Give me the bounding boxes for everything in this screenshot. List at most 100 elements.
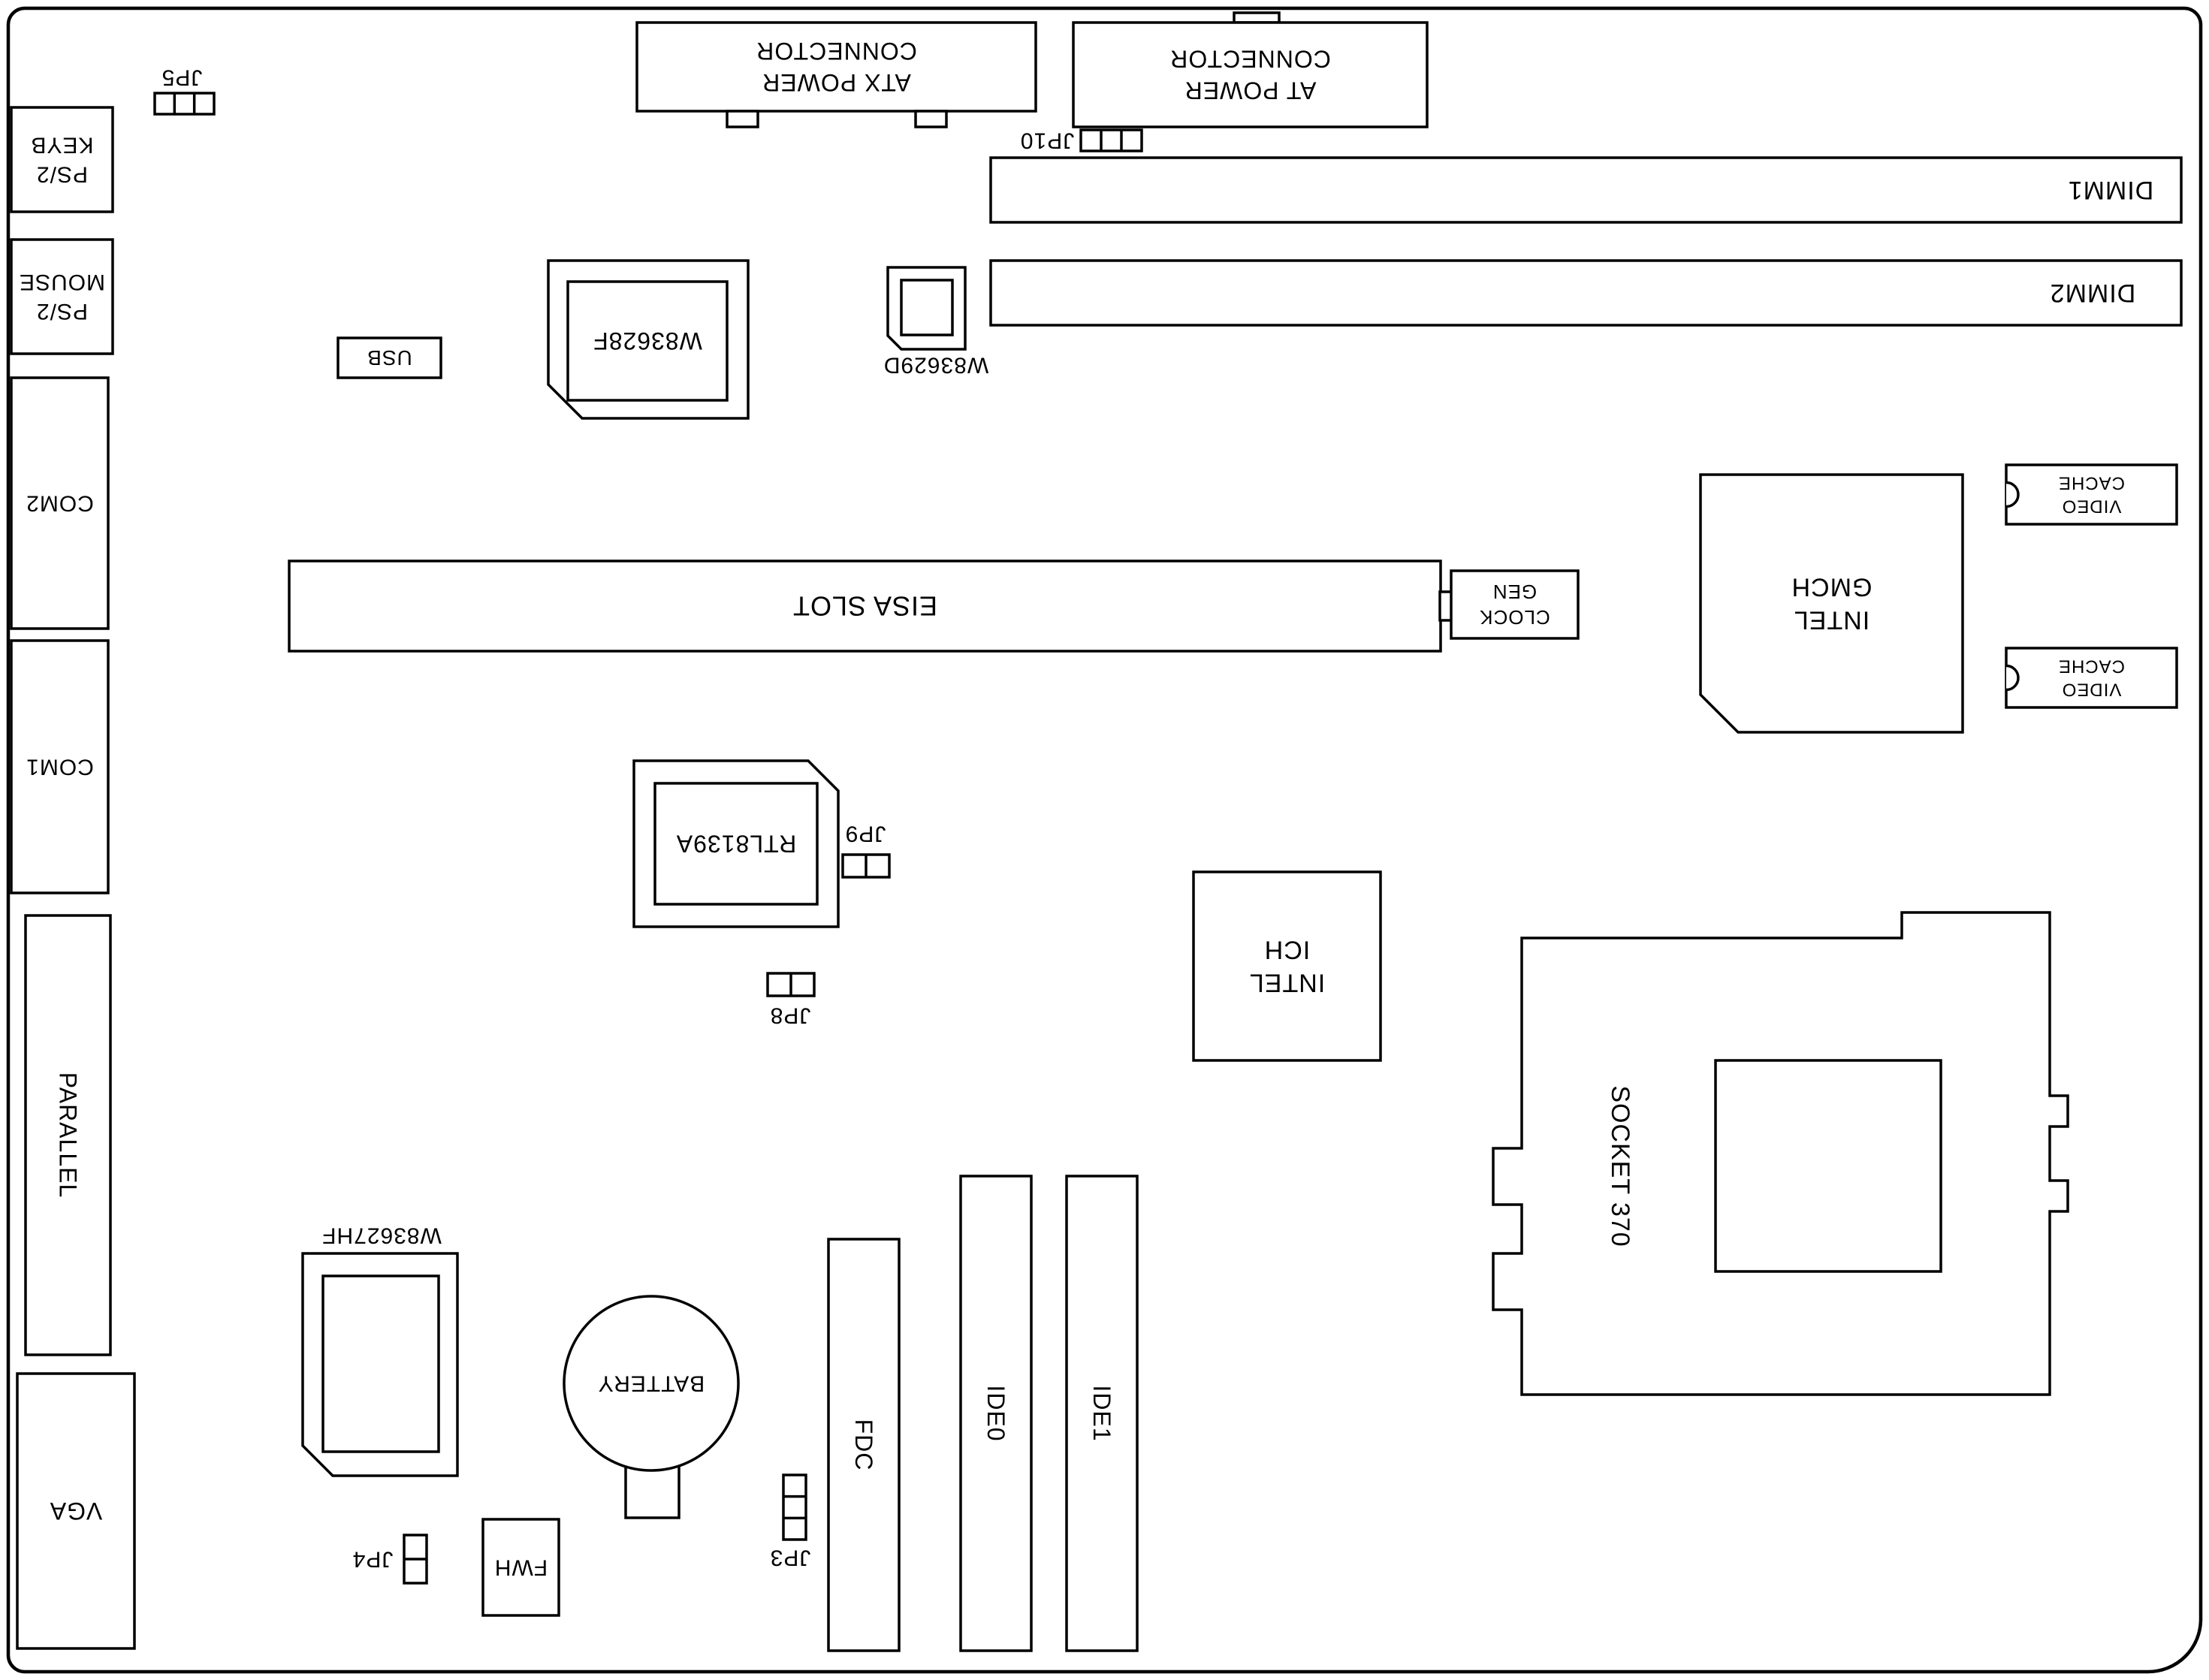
ps2-mouse-port-label-text-0: PS/2	[36, 299, 88, 324]
eisa-slot-label: EISA SLOT	[792, 591, 937, 622]
fdc-connector-label: FDC	[850, 1419, 877, 1471]
w83628f-chip-label-text-0: W83628F	[593, 327, 702, 354]
jp3-label-text-0: JP3	[770, 1546, 811, 1570]
video-cache-bottom	[2005, 647, 2178, 709]
atx-power-foot-right	[914, 110, 948, 128]
fdc-connector-label-text-0: FDC	[850, 1419, 877, 1471]
intel-ich-chip-label: INTEL ICH	[1249, 936, 1325, 997]
jp10-jumper	[1079, 128, 1143, 152]
atx-power-connector-label-text-0: ATX POWER	[762, 69, 911, 96]
com1-port-label: COM1	[26, 755, 94, 780]
jp9-label-text-0: JP9	[845, 822, 886, 846]
intel-gmch-chip-label-text-1: GMCH	[1791, 573, 1873, 602]
intel-ich-chip	[1192, 870, 1382, 1062]
intel-gmch-chip	[1699, 473, 1964, 734]
jp9-label: JP9	[845, 822, 886, 846]
intel-gmch-chip-label: INTEL GMCH	[1791, 573, 1873, 635]
dimm2-slot-label: DIMM2	[2050, 279, 2136, 307]
usb-header	[336, 336, 442, 379]
battery	[563, 1295, 740, 1472]
com1-port-label-text-0: COM1	[26, 755, 94, 780]
ide0-connector-label-text-0: IDE0	[982, 1385, 1009, 1441]
w83629d-label: W83629D	[883, 353, 988, 378]
w83627hf-label-text-0: W83627HF	[321, 1223, 442, 1248]
parallel-port-label: PARALLEL	[55, 1072, 82, 1199]
w83628f-chip-die	[566, 280, 729, 402]
eisa-slot-label-text-0: EISA SLOT	[792, 591, 937, 622]
intel-ich-chip-label-text-1: ICH	[1264, 936, 1311, 964]
video-cache-top-label-text-0: VIDEO	[2062, 496, 2122, 517]
jp4-label-text-0: JP4	[352, 1547, 394, 1572]
ide1-connector	[1065, 1175, 1139, 1652]
ps2-mouse-port-label-text-1: MOUSE	[19, 270, 105, 294]
clock-gen-label-text-0: CLOCK	[1479, 606, 1550, 629]
rtl8139a-chip-label-text-0: RTL8139A	[676, 831, 796, 858]
jp5-jumper	[153, 92, 216, 116]
at-power-tab	[1233, 11, 1281, 24]
socket-370-inner	[1714, 1059, 1942, 1273]
fwh-chip-label: FWH	[494, 1555, 548, 1580]
jp5-label-text-0: JP5	[161, 65, 203, 90]
parallel-port-label-text-0: PARALLEL	[55, 1072, 82, 1199]
dimm1-slot-label-text-0: DIMM1	[2068, 176, 2154, 204]
dimm1-slot-label: DIMM1	[2068, 176, 2154, 204]
at-power-connector-label-text-0: AT POWER	[1184, 77, 1317, 104]
jp10-label: JP10	[1020, 128, 1074, 153]
w83627hf-chip-die	[321, 1274, 440, 1453]
dimm2-slot-label-text-0: DIMM2	[2050, 279, 2136, 307]
atx-power-connector-label-text-1: CONNECTOR	[756, 38, 917, 65]
ps2-keyboard-port-label: PS/2 KEYB	[30, 133, 93, 187]
vga-port-label: VGA	[50, 1498, 103, 1525]
video-cache-bottom-label-text-1: CACHE	[2058, 656, 2125, 677]
video-cache-bottom-label-text-0: VIDEO	[2062, 680, 2122, 700]
clock-gen	[1450, 569, 1580, 640]
video-cache-top-notch	[2005, 481, 2020, 508]
ps2-mouse-port-label: PS/2 MOUSE	[19, 270, 105, 324]
jp8-label-text-0: JP8	[770, 1003, 811, 1028]
jp3-label: JP3	[770, 1546, 811, 1570]
battery-tab	[624, 1463, 681, 1519]
intel-ich-chip-label-text-0: INTEL	[1249, 969, 1325, 997]
battery-label: BATTERY	[598, 1371, 705, 1396]
video-cache-bottom-notch	[2005, 664, 2020, 692]
ide1-connector-label: IDE1	[1088, 1385, 1115, 1441]
atx-power-foot-left	[726, 110, 759, 128]
com1-port	[10, 639, 110, 894]
battery-label-text-0: BATTERY	[598, 1371, 705, 1396]
ps2-keyboard-port-label-text-0: PS/2	[36, 162, 88, 187]
w83628f-chip-label: W83628F	[593, 327, 702, 354]
at-power-connector	[1072, 21, 1429, 128]
com2-port-label-text-0: COM2	[26, 491, 94, 516]
at-power-connector-label: AT POWER CONNECTOR	[1169, 46, 1331, 104]
fdc-connector	[827, 1238, 901, 1652]
atx-power-connector-label: ATX POWER CONNECTOR	[756, 38, 917, 96]
com2-port	[10, 376, 110, 630]
jp8-label: JP8	[770, 1003, 811, 1028]
vga-port-label-text-0: VGA	[50, 1498, 103, 1525]
ps2-mouse-port	[10, 238, 114, 355]
at-power-connector-label-text-1: CONNECTOR	[1169, 46, 1331, 73]
socket-370-label: SOCKET 370	[1606, 1085, 1634, 1247]
vga-port	[16, 1372, 136, 1650]
jp4-label: JP4	[352, 1547, 394, 1572]
w83629d-label-text-0: W83629D	[883, 353, 988, 378]
jp3-jumper	[782, 1473, 807, 1541]
video-cache-bottom-label: VIDEO CACHE	[2058, 656, 2125, 700]
ps2-keyboard-port-label-text-1: KEYB	[30, 133, 93, 158]
fwh-chip	[481, 1518, 560, 1617]
intel-gmch-chip-label-text-0: INTEL	[1794, 606, 1870, 635]
dimm2-slot	[989, 259, 2183, 327]
w83629d-chip-die	[900, 279, 954, 336]
parallel-port	[24, 914, 112, 1356]
jp5-label: JP5	[161, 65, 203, 90]
com2-port-label: COM2	[26, 491, 94, 516]
ide0-connector	[959, 1175, 1033, 1652]
socket-370-label-text-0: SOCKET 370	[1606, 1085, 1634, 1247]
rtl8139a-chip-label: RTL8139A	[676, 831, 796, 858]
w83627hf-label: W83627HF	[321, 1223, 442, 1248]
ide1-connector-label-text-0: IDE1	[1088, 1385, 1115, 1441]
